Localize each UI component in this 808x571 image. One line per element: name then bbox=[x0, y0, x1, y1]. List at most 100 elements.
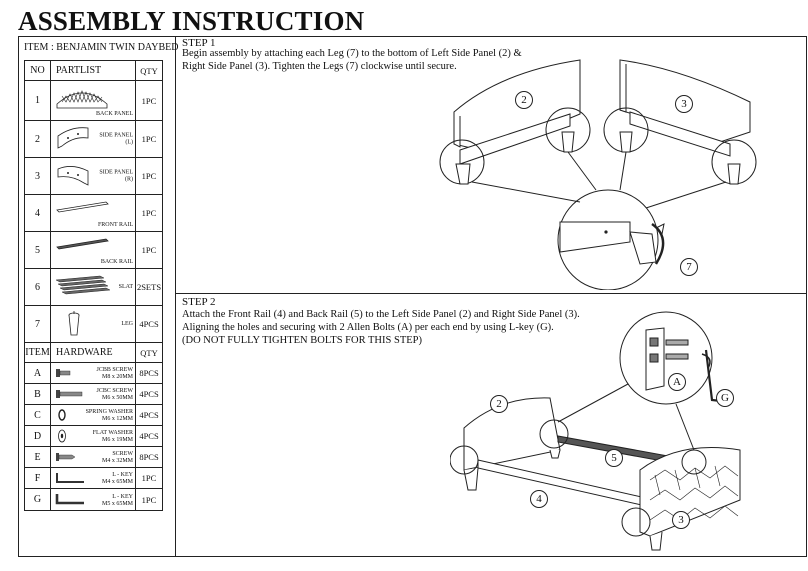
table-row: 1 BACK PANEL 1PC bbox=[24, 80, 163, 121]
part-label: BACK RAIL bbox=[100, 258, 133, 265]
part-qty: 1PC bbox=[135, 120, 163, 158]
hardware-qty: 4PCS bbox=[135, 383, 163, 405]
leg-attachment-diagram bbox=[439, 59, 757, 290]
instruction-frame bbox=[18, 36, 807, 557]
hardware-table-header: ITEM HARDWARE QTY bbox=[24, 342, 163, 363]
part-no: 7 bbox=[24, 305, 51, 343]
part-cell: SLAT bbox=[50, 268, 136, 306]
hardware-label: L - KEY M4 x 65MM bbox=[101, 472, 133, 485]
table-row: B JCBC SCREW M6 x 50MM 4PCS bbox=[24, 383, 163, 405]
flat-washer-icon bbox=[58, 429, 66, 443]
part-label: BACK PANEL bbox=[96, 110, 133, 117]
part-qty: 1PC bbox=[135, 80, 163, 121]
hardware-qty: 4PCS bbox=[135, 425, 163, 447]
screw-icon bbox=[56, 453, 76, 461]
callout-hardware-g: G bbox=[716, 389, 734, 407]
hardware-label: L - KEY M5 x 65MM bbox=[101, 494, 133, 507]
header-item: ITEM bbox=[24, 342, 51, 363]
part-cell: SIDE PANEL (R) bbox=[50, 157, 136, 195]
step2-line: (DO NOT FULLY TIGHTEN BOLTS FOR THIS STE… bbox=[182, 335, 422, 346]
parts-table-header: NO PARTLIST QTY bbox=[24, 60, 163, 81]
step2-illustration bbox=[450, 310, 750, 555]
step2-line: Aligning the holes and securing with 2 A… bbox=[182, 322, 554, 333]
callout-part-5: 5 bbox=[605, 449, 623, 467]
part-no: 6 bbox=[24, 268, 51, 306]
step1-line: Begin assembly by attaching each Leg (7)… bbox=[182, 48, 522, 59]
hardware-label: JCBB SCREW M8 x 20MM bbox=[96, 367, 133, 380]
hardware-qty: 4PCS bbox=[135, 404, 163, 426]
table-row: C SPRING WASHER M6 x 12MM 4PCS bbox=[24, 404, 163, 426]
part-label: SIDE PANEL (L) bbox=[99, 132, 133, 146]
hardware-item: A bbox=[24, 362, 51, 384]
callout-part-3: 3 bbox=[672, 511, 690, 529]
hardware-label: SPRING WASHER M6 x 12MM bbox=[85, 409, 133, 422]
hardware-item: F bbox=[24, 467, 51, 489]
part-cell: LEG bbox=[50, 305, 136, 343]
part-no: 5 bbox=[24, 231, 51, 269]
table-row: 4 FRONT RAIL 1PC bbox=[24, 194, 163, 232]
table-row: 3 SIDE PANEL (R) 1PC bbox=[24, 157, 163, 195]
step2-title: STEP 2 bbox=[182, 296, 216, 308]
hardware-qty: 8PCS bbox=[135, 446, 163, 468]
hardware-item: C bbox=[24, 404, 51, 426]
part-cell: BACK PANEL bbox=[50, 80, 136, 121]
table-row: D FLAT WASHER M6 x 19MM 4PCS bbox=[24, 425, 163, 447]
header-no: NO bbox=[24, 60, 51, 81]
hardware-item: D bbox=[24, 425, 51, 447]
table-row: 6 SLAT 2SETS bbox=[24, 268, 163, 306]
rail-attachment-diagram bbox=[450, 311, 741, 551]
table-row: 7 LEG 4PCS bbox=[24, 305, 163, 343]
spring-washer-icon bbox=[58, 409, 66, 421]
part-no: 4 bbox=[24, 194, 51, 232]
header-qty: QTY bbox=[135, 60, 163, 81]
front-rail-icon bbox=[56, 201, 109, 213]
part-no: 1 bbox=[24, 80, 51, 121]
hardware-cell: JCBB SCREW M8 x 20MM bbox=[50, 362, 136, 384]
hardware-qty: 1PC bbox=[135, 467, 163, 489]
step1-title: STEP 1 bbox=[182, 37, 216, 49]
part-label: SLAT bbox=[118, 283, 133, 290]
item-name: ITEM : BENJAMIN TWIN DAYBED bbox=[24, 42, 179, 53]
header-hardware: HARDWARE bbox=[50, 342, 136, 363]
parts-column bbox=[18, 36, 176, 557]
table-row: A JCBB SCREW M8 x 20MM 8PCS bbox=[24, 362, 163, 384]
table-row: E SCREW M4 x 32MM 8PCS bbox=[24, 446, 163, 468]
callout-part-2: 2 bbox=[490, 395, 508, 413]
callout-hardware-a: A bbox=[668, 373, 686, 391]
back-panel-icon bbox=[56, 90, 108, 109]
hardware-label: SCREW M4 x 32MM bbox=[101, 451, 133, 464]
hardware-item: E bbox=[24, 446, 51, 468]
part-label: LEG bbox=[121, 320, 133, 327]
hardware-cell: SCREW M4 x 32MM bbox=[50, 446, 136, 468]
part-cell: FRONT RAIL bbox=[50, 194, 136, 232]
part-no: 3 bbox=[24, 157, 51, 195]
part-qty: 2SETS bbox=[135, 268, 163, 306]
l-key-icon bbox=[56, 473, 84, 483]
table-row: 2 SIDE PANEL (L) 1PC bbox=[24, 120, 163, 158]
hardware-label: JCBC SCREW M6 x 50MM bbox=[96, 388, 133, 401]
hardware-qty: 8PCS bbox=[135, 362, 163, 384]
step1-text: Begin assembly by attaching each Leg (7)… bbox=[182, 47, 522, 73]
hardware-item: G bbox=[24, 488, 51, 511]
header-partlist: PARTLIST bbox=[50, 60, 136, 81]
part-cell: SIDE PANEL (L) bbox=[50, 120, 136, 158]
hardware-cell: SPRING WASHER M6 x 12MM bbox=[50, 404, 136, 426]
table-row: F L - KEY M4 x 65MM 1PC bbox=[24, 467, 163, 489]
part-qty: 4PCS bbox=[135, 305, 163, 343]
table-row: G L - KEY M5 x 65MM 1PC bbox=[24, 488, 163, 511]
table-row: 5 BACK RAIL 1PC bbox=[24, 231, 163, 269]
callout-part-2: 2 bbox=[515, 91, 533, 109]
callout-part-7: 7 bbox=[680, 258, 698, 276]
hardware-cell: JCBC SCREW M6 x 50MM bbox=[50, 383, 136, 405]
hardware-qty: 1PC bbox=[135, 488, 163, 511]
page-title: ASSEMBLY INSTRUCTION bbox=[18, 6, 365, 36]
step2-text: Attach the Front Rail (4) and Back Rail … bbox=[182, 308, 580, 347]
hardware-cell: L - KEY M5 x 65MM bbox=[50, 488, 136, 511]
part-cell: BACK RAIL bbox=[50, 231, 136, 269]
hardware-cell: L - KEY M4 x 65MM bbox=[50, 467, 136, 489]
part-qty: 1PC bbox=[135, 157, 163, 195]
part-label: FRONT RAIL bbox=[97, 221, 133, 228]
part-qty: 1PC bbox=[135, 231, 163, 269]
hardware-item: B bbox=[24, 383, 51, 405]
step2-line: Attach the Front Rail (4) and Back Rail … bbox=[182, 309, 580, 320]
